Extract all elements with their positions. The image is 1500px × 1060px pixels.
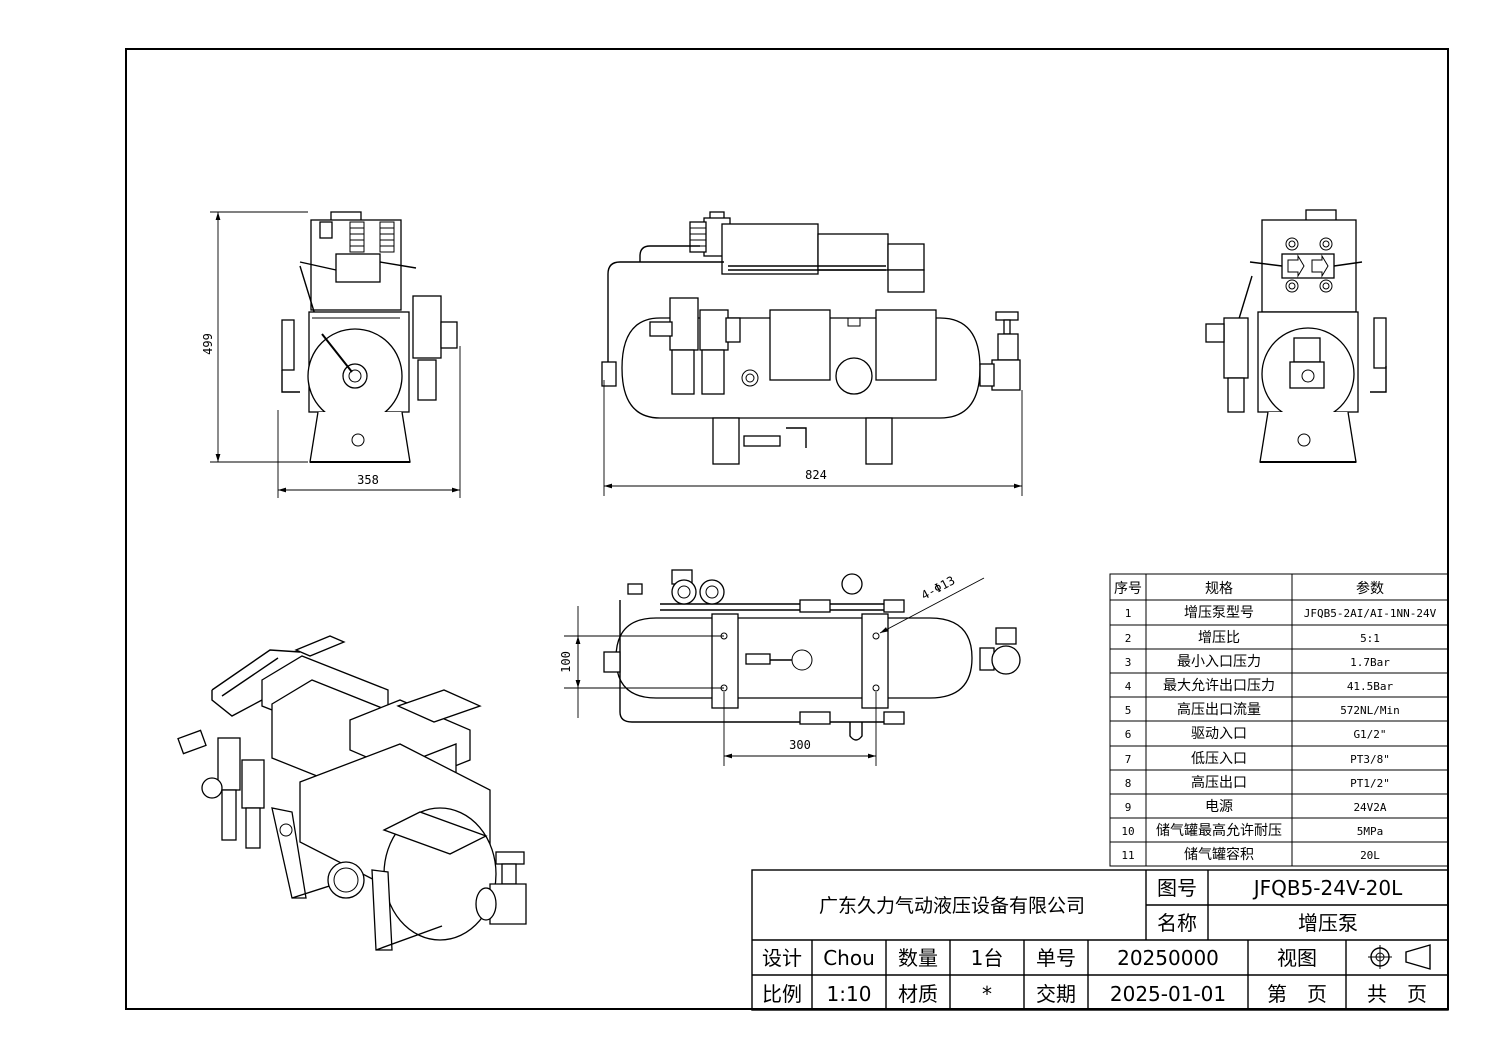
product-name: 增压泵 bbox=[1298, 911, 1358, 935]
spec-row-item: 储气罐最高允许耐压 bbox=[1156, 822, 1282, 839]
spec-row-item: 最小入口压力 bbox=[1177, 654, 1261, 670]
spec-row-item: 低压入口 bbox=[1191, 751, 1247, 767]
side-view-left bbox=[281, 211, 458, 463]
spec-row-value: PT1/2" bbox=[1350, 777, 1390, 790]
projection-symbol-icon bbox=[1368, 944, 1431, 970]
dimension-height bbox=[210, 211, 308, 463]
front-view bbox=[601, 211, 1021, 465]
spec-row-no: 11 bbox=[1121, 849, 1134, 862]
isometric-view bbox=[177, 635, 527, 951]
company-name: 广东久力气动液压设备有限公司 bbox=[819, 895, 1085, 917]
spec-row-item: 最大允许出口压力 bbox=[1163, 678, 1275, 694]
spec-row-no: 5 bbox=[1125, 704, 1132, 717]
spec-header-no: 序号 bbox=[1114, 581, 1142, 597]
dimension-holes-leader bbox=[879, 577, 985, 634]
spec-header-item: 规格 bbox=[1205, 581, 1233, 597]
spec-row-item: 高压出口流量 bbox=[1177, 701, 1261, 718]
dimension-holes-label: 4-Φ13 bbox=[919, 573, 957, 602]
spec-row-no: 8 bbox=[1125, 777, 1132, 790]
spec-row-value: 41.5Bar bbox=[1347, 680, 1394, 693]
scale-label: 比例 bbox=[762, 982, 802, 1006]
delivery-date: 2025-01-01 bbox=[1110, 982, 1226, 1006]
dimension-width-top bbox=[564, 606, 724, 718]
spec-row-value: 20L bbox=[1360, 849, 1380, 862]
top-view bbox=[603, 569, 1021, 741]
dimension-width-side-label: 358 bbox=[357, 473, 379, 487]
order-no: 20250000 bbox=[1117, 946, 1219, 970]
qty-label: 数量 bbox=[898, 946, 938, 970]
spec-row-no: 4 bbox=[1125, 680, 1132, 693]
name-label: 名称 bbox=[1157, 911, 1197, 935]
spec-row-no: 6 bbox=[1125, 728, 1132, 741]
spec-row-value: 5MPa bbox=[1357, 825, 1384, 838]
spec-row-value: 572NL/Min bbox=[1340, 704, 1400, 717]
spec-row-item: 增压泵型号 bbox=[1184, 605, 1254, 621]
dimension-width-top-label: 100 bbox=[559, 651, 573, 673]
dimension-length-label: 824 bbox=[805, 468, 827, 482]
spec-row-no: 9 bbox=[1125, 801, 1132, 814]
spec-row-no: 10 bbox=[1121, 825, 1134, 838]
delivery-label: 交期 bbox=[1036, 982, 1076, 1006]
dimension-spacing-top bbox=[723, 692, 877, 766]
material-label: 材质 bbox=[898, 982, 938, 1006]
spec-row-no: 7 bbox=[1125, 753, 1132, 766]
order-label: 单号 bbox=[1036, 946, 1076, 970]
designer: Chou bbox=[823, 946, 875, 970]
scale: 1:10 bbox=[827, 982, 872, 1006]
total-pages-label: 共 页 bbox=[1367, 982, 1427, 1006]
spec-row-no: 2 bbox=[1125, 632, 1132, 645]
spec-row-value: 24V2A bbox=[1353, 801, 1386, 814]
material: * bbox=[982, 982, 992, 1006]
drawing-no: JFQB5-24V-20L bbox=[1252, 876, 1403, 900]
spec-row-value: PT3/8" bbox=[1350, 753, 1390, 766]
drawing-no-label: 图号 bbox=[1157, 876, 1197, 900]
spec-row-item: 电源 bbox=[1205, 799, 1233, 815]
side-view-right bbox=[1205, 209, 1387, 463]
drawing-border bbox=[125, 48, 1449, 1010]
dimension-spacing-top-label: 300 bbox=[789, 738, 811, 752]
dimension-width-side bbox=[277, 346, 461, 498]
spec-row-value: JFQB5-2AI/AI-1NN-24V bbox=[1304, 607, 1437, 620]
spec-row-item: 增压比 bbox=[1198, 630, 1240, 646]
view-label: 视图 bbox=[1277, 946, 1317, 970]
spec-row-no: 1 bbox=[1125, 607, 1132, 620]
dimension-length bbox=[603, 380, 1023, 496]
page-label: 第 页 bbox=[1267, 982, 1327, 1006]
spec-table-grid bbox=[1109, 573, 1449, 867]
dimension-height-label: 499 bbox=[201, 333, 215, 355]
spec-row-value: 1.7Bar bbox=[1350, 656, 1390, 669]
spec-row-value: G1/2" bbox=[1353, 728, 1386, 741]
title-block-grid bbox=[751, 869, 1449, 1011]
spec-row-item: 驱动入口 bbox=[1191, 726, 1247, 742]
spec-header-value: 参数 bbox=[1356, 580, 1384, 597]
design-label: 设计 bbox=[762, 946, 802, 970]
spec-row-item: 高压出口 bbox=[1191, 774, 1247, 791]
spec-row-item: 储气罐容积 bbox=[1184, 846, 1254, 863]
qty: 1台 bbox=[971, 946, 1004, 970]
spec-row-value: 5:1 bbox=[1360, 632, 1380, 645]
spec-row-no: 3 bbox=[1125, 656, 1132, 669]
